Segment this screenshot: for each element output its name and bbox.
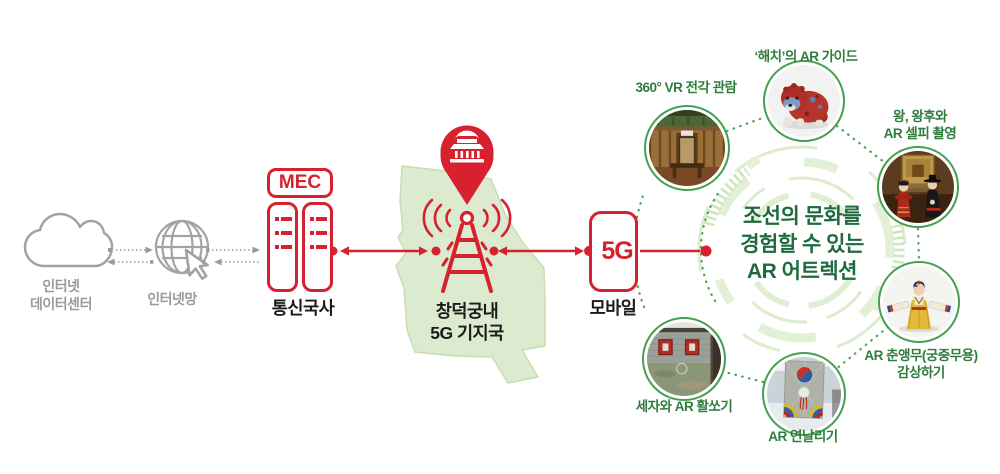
mec-server-node: MEC bbox=[267, 168, 337, 294]
attraction-circle-selfie bbox=[877, 146, 959, 228]
red-link-mobile-hub bbox=[640, 245, 712, 257]
phone-5g-text: 5G bbox=[601, 237, 633, 265]
dashed-arrows-cloud-globe bbox=[107, 246, 154, 266]
server-rack-icon bbox=[302, 202, 333, 292]
hub-title-line2: 경험할 수 있는 bbox=[740, 232, 864, 256]
hub-title: 조선의 문화를 경험할 수 있는 AR 어트렉션 bbox=[695, 203, 909, 286]
hub-title-line3: AR 어트렉션 bbox=[747, 260, 857, 283]
attraction-label-dance: AR 춘앵무(궁중무용) 감상하기 bbox=[836, 348, 1000, 381]
smartphone-icon: 5G bbox=[589, 211, 638, 292]
palace-map-shape bbox=[395, 165, 546, 384]
dashed-arrows-globe-mec bbox=[206, 246, 260, 266]
datacenter-label-line1: 인터넷 bbox=[42, 278, 80, 294]
attraction-label-vr360: 360° VR 전각 관람 bbox=[635, 80, 737, 95]
attraction-label-selfie-line2: AR 셀피 촬영 bbox=[883, 125, 957, 141]
attraction-label-dance-line1: AR 춘앵무(궁중무용) bbox=[864, 348, 978, 363]
attraction-circle-dance bbox=[878, 261, 960, 343]
radio-tower-icon bbox=[422, 198, 512, 293]
attraction-label-dance-line2: 감상하기 bbox=[897, 364, 945, 380]
basestation-label: 창덕궁내 5G 기지국 bbox=[407, 300, 527, 344]
photo-archery bbox=[647, 322, 721, 396]
attraction-label-archery: 세자와 AR 활쏘기 bbox=[635, 399, 733, 414]
photo-haechi bbox=[768, 65, 840, 137]
attraction-circle-kite bbox=[762, 352, 846, 436]
datacenter-label-line2: 데이터센터 bbox=[30, 296, 92, 312]
red-link-tower-mobile bbox=[489, 246, 594, 256]
photo-kite bbox=[767, 357, 841, 431]
hub-title-line1: 조선의 문화를 bbox=[742, 205, 862, 228]
telecom-label: 통신국사 bbox=[271, 298, 335, 318]
attraction-label-kite: AR 연날리기 bbox=[768, 429, 838, 444]
attraction-circle-haechi bbox=[763, 60, 845, 142]
basestation-label-line1: 창덕궁내 bbox=[435, 301, 499, 321]
mobile-label: 모바일 bbox=[589, 298, 637, 318]
mec-badge: MEC bbox=[267, 168, 333, 198]
attraction-circle-archery bbox=[642, 317, 726, 401]
attraction-label-haechi: ‘해치’의 AR 가이드 bbox=[754, 49, 858, 64]
photo-vr360 bbox=[649, 110, 725, 186]
photo-selfie bbox=[882, 151, 954, 223]
internet-label: 인터넷망 bbox=[147, 291, 197, 307]
globe-cursor-icon bbox=[154, 219, 210, 281]
attraction-label-selfie: 왕, 왕후와 AR 셀피 촬영 bbox=[845, 109, 995, 142]
cloud-icon bbox=[23, 212, 114, 268]
basestation-label-line2: 5G 기지국 bbox=[430, 323, 504, 343]
photo-dance bbox=[883, 266, 955, 338]
server-rack-icon bbox=[267, 202, 298, 292]
datacenter-label: 인터넷 데이터센터 bbox=[11, 277, 111, 313]
attraction-circle-vr360 bbox=[644, 105, 730, 191]
attraction-label-selfie-line1: 왕, 왕후와 bbox=[892, 109, 948, 124]
palace-pin-icon bbox=[440, 125, 494, 205]
